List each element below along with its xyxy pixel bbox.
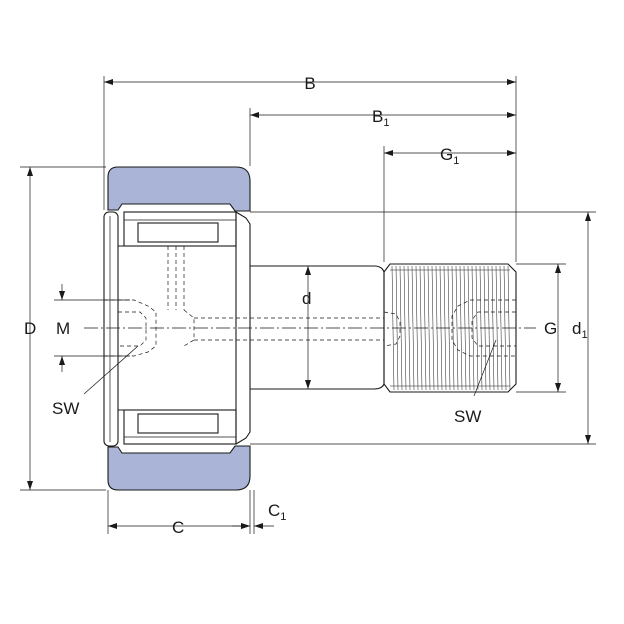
thread-line (499, 265, 503, 391)
hidden-lines (104, 246, 516, 357)
label-B: B (304, 74, 315, 93)
stud-shank (250, 265, 385, 390)
label-d: d (302, 289, 311, 308)
labels: B B1 G1 D M d G d1 SW SW C C1 (24, 74, 588, 537)
label-SW-left: SW (52, 399, 79, 418)
label-C1: C1 (268, 501, 286, 523)
label-d1: d1 (572, 319, 588, 341)
label-G: G (544, 319, 557, 338)
thread-line (427, 265, 431, 391)
leader-SW-right (473, 339, 497, 397)
needle-rollers (123, 211, 237, 445)
outer-ring (107, 166, 251, 491)
label-G1: G1 (440, 145, 459, 167)
label-B1: B1 (372, 107, 389, 129)
label-D: D (24, 319, 36, 338)
thread-line (411, 265, 415, 391)
label-C: C (172, 518, 184, 537)
label-M: M (56, 319, 70, 338)
leader-SW-left (83, 345, 139, 395)
dimension-lines (27, 79, 591, 529)
outer-ring-top (107, 166, 251, 212)
flange (103, 211, 119, 447)
thread-line (455, 265, 459, 391)
thread-line (471, 265, 475, 391)
label-SW-right: SW (454, 407, 481, 426)
extension-lines (20, 76, 596, 534)
outer-ring-bottom (107, 445, 251, 491)
